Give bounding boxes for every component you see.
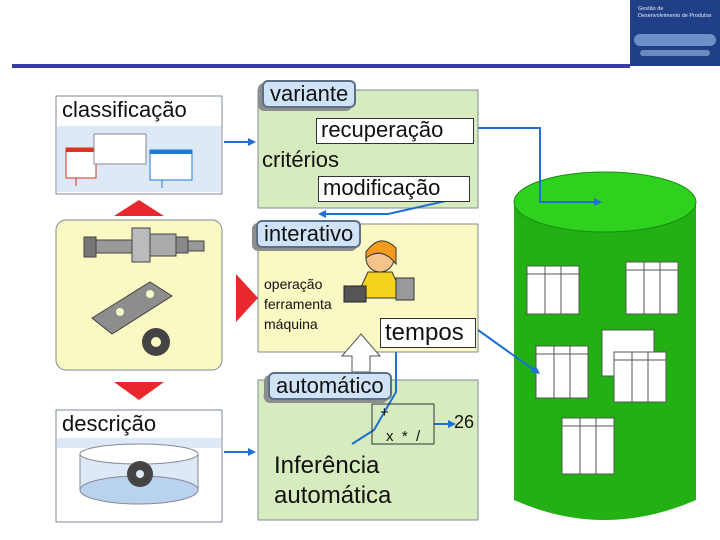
- classificacao-label: classificação: [58, 98, 220, 122]
- red-triangle-right: [236, 274, 258, 322]
- machine-parts-icon: [83, 227, 205, 356]
- inferencia-line2: automática: [274, 482, 392, 509]
- modificacao-box: modificação: [318, 176, 470, 202]
- database-table-icons: [526, 261, 679, 475]
- result-value: 26: [454, 412, 475, 432]
- variante-label: variante: [262, 80, 357, 108]
- automatico-label: automático: [268, 372, 392, 400]
- ferramenta-label: ferramenta: [264, 296, 332, 312]
- maquina-label: máquina: [264, 316, 318, 332]
- ops-top-label: +: [380, 404, 389, 421]
- hollow-arrow-up: [340, 333, 382, 373]
- operacao-label: operação: [264, 276, 323, 292]
- operator-illustration-icon: [343, 240, 415, 303]
- classification-screens-icon: [65, 133, 193, 188]
- red-triangle-down: [114, 382, 164, 400]
- inferencia-line1: Inferência: [274, 452, 380, 479]
- recuperacao-box: recuperação: [316, 118, 474, 144]
- descricao-label: descrição: [58, 412, 220, 436]
- ops-bottom-label: x * /: [386, 428, 421, 445]
- tempos-box: tempos: [380, 318, 476, 348]
- criterios-label: critérios: [262, 147, 340, 172]
- red-triangle-up: [114, 200, 164, 216]
- gear-icon: [127, 461, 153, 487]
- header-rule: [12, 64, 630, 68]
- interativo-label: interativo: [256, 220, 362, 248]
